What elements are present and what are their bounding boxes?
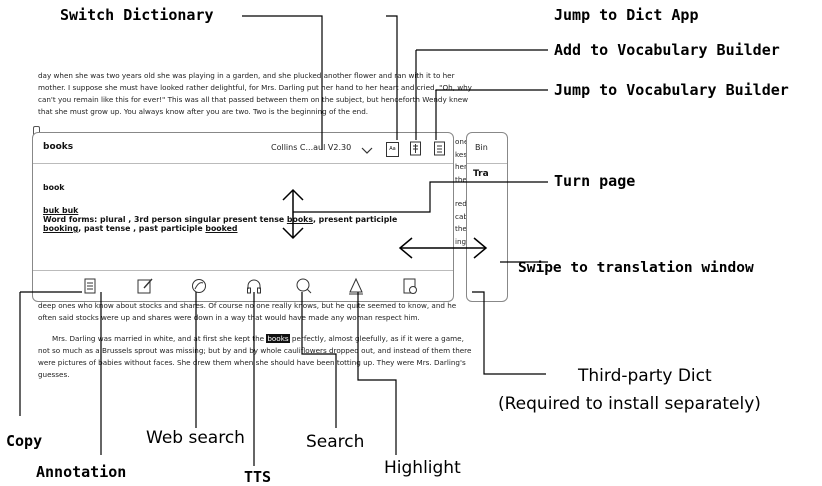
text-line: guesses. bbox=[38, 370, 70, 379]
callout-add-vocabulary: Add to Vocabulary Builder bbox=[554, 41, 780, 59]
translation-heading: Tra bbox=[473, 169, 489, 179]
callout-copy: Copy bbox=[6, 432, 43, 450]
word-forms-label: Word forms: plural , 3rd person singular… bbox=[43, 215, 285, 224]
third-party-dict-icon[interactable] bbox=[401, 277, 419, 295]
callout-swipe-translation: Swipe to translation window bbox=[518, 260, 754, 276]
headword: book bbox=[43, 183, 65, 192]
vocabulary-builder-icon[interactable] bbox=[433, 141, 446, 160]
callout-switch-dictionary: Switch Dictionary bbox=[60, 6, 214, 24]
text-fragment: one bbox=[455, 137, 469, 146]
text-fragment: the bbox=[455, 224, 467, 233]
pronunciation[interactable]: buk buk bbox=[43, 206, 79, 215]
selected-word[interactable]: books bbox=[266, 334, 290, 343]
text-line: can't you remain like this for ever!" Th… bbox=[38, 95, 469, 104]
callout-turn-page: Turn page bbox=[554, 172, 636, 190]
callout-jump-to-dict-app: Jump to Dict App bbox=[554, 6, 699, 24]
text-line: were pictures of babies without faces. S… bbox=[38, 358, 466, 367]
text-fragment: hen bbox=[455, 162, 469, 171]
text-fragment: kes bbox=[455, 149, 468, 159]
dictionary-popup[interactable]: books Collins C...aul V2.30 Aa book buk … bbox=[32, 132, 454, 302]
callout-web-search: Web search bbox=[146, 428, 245, 448]
text-fragment: ing bbox=[455, 236, 467, 246]
book-text-top: day when she was two years old she was p… bbox=[38, 70, 486, 118]
word-form-link[interactable]: booking bbox=[43, 224, 79, 233]
text-line: deep ones who know about stocks and shar… bbox=[38, 301, 457, 310]
web-search-icon[interactable] bbox=[190, 277, 208, 295]
book-text-right-fragments: one kes hen the red cab the ing bbox=[455, 136, 475, 248]
book-text-paragraph: Mrs. Darling was married in white, and a… bbox=[38, 333, 486, 381]
text-span: perfectly, almost gleefully, as if it we… bbox=[291, 334, 464, 343]
book-text-mid: deep ones who know about stocks and shar… bbox=[38, 300, 486, 324]
definition-content: book buk buk Word forms: plural , 3rd pe… bbox=[43, 183, 448, 233]
word-form-link[interactable]: booked bbox=[205, 224, 238, 233]
text-line: not so much as a Brussels sprout was mis… bbox=[38, 346, 472, 355]
word-form-link[interactable]: books bbox=[286, 215, 313, 224]
callout-tts: TTS bbox=[244, 468, 272, 486]
word-forms-text: , present participle bbox=[313, 215, 398, 224]
translation-window[interactable]: Bin Tra bbox=[466, 132, 508, 302]
popup-header: books Collins C...aul V2.30 Aa bbox=[33, 133, 453, 164]
copy-icon[interactable] bbox=[81, 277, 99, 295]
text-line: often said stocks were up and shares wer… bbox=[38, 313, 420, 322]
highlight-icon[interactable] bbox=[347, 277, 365, 295]
callout-third-party-note: (Required to install separately) bbox=[498, 394, 761, 414]
callout-search: Search bbox=[306, 432, 365, 452]
text-line: mother. I suppose she must have looked r… bbox=[38, 83, 472, 92]
tts-icon[interactable] bbox=[245, 277, 263, 295]
callout-annotation: Annotation bbox=[36, 463, 127, 481]
text-line: that she must grow up. You always know a… bbox=[38, 107, 369, 116]
text-fragment: cab bbox=[455, 211, 468, 221]
text-line: day when she was two years old she was p… bbox=[38, 71, 455, 80]
text-span: Mrs. Darling was married in white, and a… bbox=[52, 334, 265, 343]
search-icon[interactable] bbox=[295, 277, 313, 295]
translation-tab[interactable]: Bin bbox=[475, 143, 488, 152]
text-fragment: red bbox=[455, 199, 467, 208]
add-vocabulary-icon[interactable] bbox=[409, 141, 422, 160]
callout-third-party-dict: Third-party Dict bbox=[578, 366, 712, 386]
query-word: books bbox=[43, 142, 74, 152]
callout-jump-vocabulary: Jump to Vocabulary Builder bbox=[554, 81, 789, 99]
text-fragment: the bbox=[455, 174, 467, 184]
dict-app-icon[interactable]: Aa bbox=[386, 142, 399, 157]
chevron-down-icon[interactable] bbox=[361, 141, 373, 160]
word-forms-text: , past tense , past participle bbox=[78, 224, 203, 233]
dictionary-name[interactable]: Collins C...aul V2.30 bbox=[271, 143, 352, 152]
callout-highlight: Highlight bbox=[384, 458, 461, 478]
annotation-icon[interactable] bbox=[136, 277, 154, 295]
popup-toolbar bbox=[33, 270, 453, 301]
